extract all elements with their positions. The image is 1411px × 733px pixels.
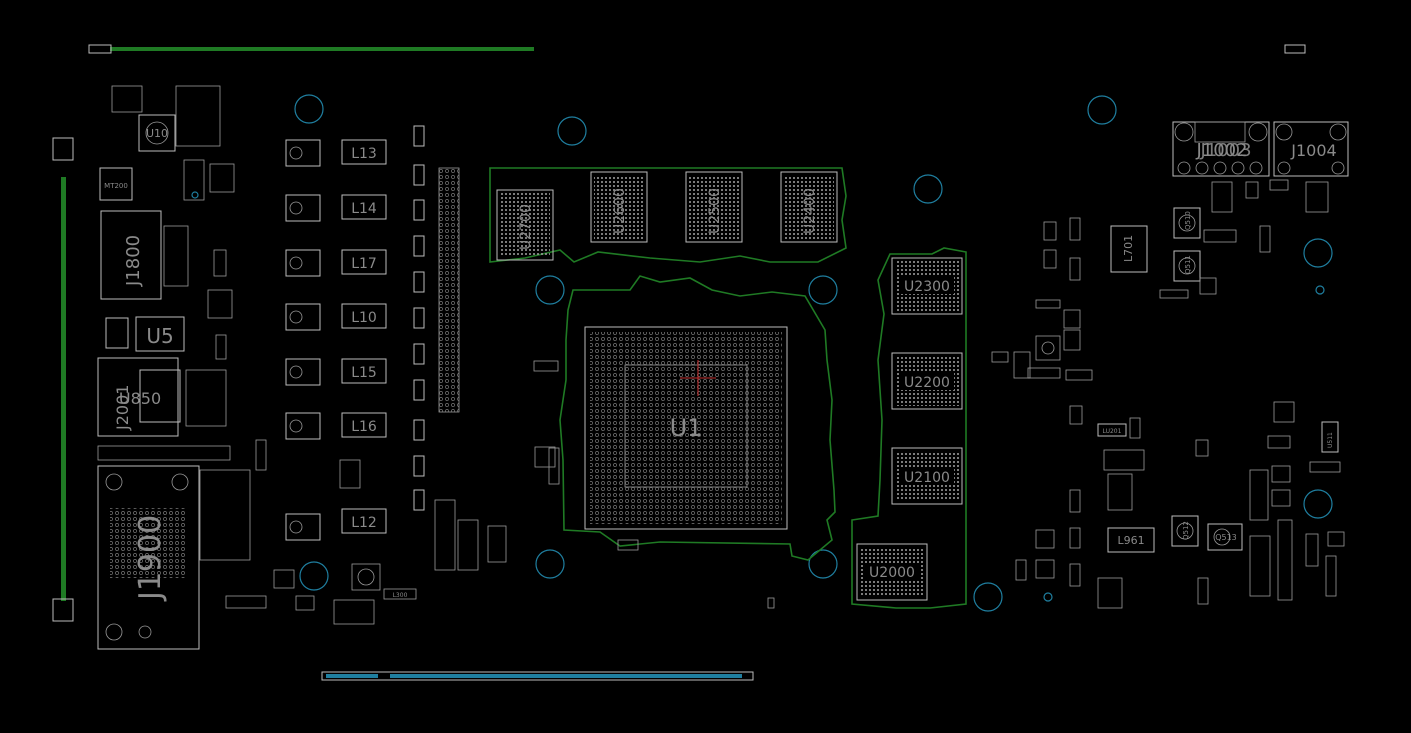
memory-u2600 xyxy=(590,171,648,243)
l12-label: L12 xyxy=(351,515,377,531)
j1004-connector xyxy=(1273,121,1349,177)
memory-u2500 xyxy=(685,171,743,243)
j1002-connector xyxy=(1172,121,1270,177)
q513-label: Q513 xyxy=(1215,533,1237,542)
lu201-part xyxy=(1097,423,1127,437)
u850-part xyxy=(139,369,181,423)
u10-chip xyxy=(138,114,176,152)
pcie-connector xyxy=(321,671,754,681)
left-top-pad xyxy=(52,137,74,161)
memory-right-outline xyxy=(851,247,967,609)
left-trace xyxy=(61,177,66,601)
u2100-label: U2100 xyxy=(904,470,950,486)
u5-label: U5 xyxy=(146,324,173,348)
q512-label: Q512 xyxy=(1182,521,1190,540)
u511-part xyxy=(1321,421,1339,453)
memory-u2400 xyxy=(780,171,838,243)
l300-label: L300 xyxy=(393,592,408,599)
small-parts-gpu-side xyxy=(533,360,775,609)
small-parts-right xyxy=(991,179,1345,609)
resistor-array xyxy=(438,167,460,413)
j1900-connector xyxy=(97,465,200,650)
capacitor-column xyxy=(413,125,425,511)
q513-transistor xyxy=(1207,523,1243,551)
l15-label: L15 xyxy=(351,365,377,381)
q512-transistor xyxy=(1171,515,1199,547)
j1002-label: J1002 xyxy=(1195,140,1247,161)
l701-inductor xyxy=(1110,225,1148,273)
u2600-label: U2600 xyxy=(612,188,628,234)
gpu-label: U1 xyxy=(670,414,703,442)
l13-label: L13 xyxy=(351,146,377,162)
l961-label: L961 xyxy=(1117,534,1144,547)
u2300-label: U2300 xyxy=(904,279,950,295)
left-bottom-pad xyxy=(52,598,74,622)
u850-label: U850 xyxy=(119,389,161,408)
l10-label: L10 xyxy=(351,310,377,326)
mounting-holes xyxy=(191,94,1333,612)
l16-label: L16 xyxy=(351,419,377,435)
small-parts-lower xyxy=(225,459,507,625)
top-left-pad xyxy=(88,44,112,54)
memory-u2000 xyxy=(856,543,928,601)
l961-inductor xyxy=(1107,527,1155,553)
memory-u2200 xyxy=(891,352,963,410)
top-right-pad xyxy=(1284,44,1306,54)
u5-left-part xyxy=(105,317,129,349)
j1004-label: J1004 xyxy=(1290,141,1336,160)
lu201-label: LU201 xyxy=(1103,428,1122,435)
j1800-connector xyxy=(100,210,162,300)
u511-label: U511 xyxy=(1327,432,1334,448)
mt200-label: MT200 xyxy=(104,182,128,190)
j2001-connector xyxy=(97,357,179,437)
top-trace xyxy=(110,47,534,51)
j1900-label: J1900 xyxy=(133,515,168,602)
u2500-label: U2500 xyxy=(707,188,723,234)
j1800-label: J1800 xyxy=(123,235,144,287)
q510-transistor xyxy=(1173,207,1201,239)
j1003-label: J1003 xyxy=(1199,140,1251,161)
mt200-part xyxy=(99,167,133,201)
u2400-label: U2400 xyxy=(802,188,818,234)
u5-chip xyxy=(135,316,185,352)
q511-transistor xyxy=(1173,250,1201,282)
j2001-label: J2001 xyxy=(113,385,132,431)
memory-u2100 xyxy=(891,447,963,505)
u2200-label: U2200 xyxy=(904,375,950,391)
u2700-label: U2700 xyxy=(518,204,534,250)
gpu-chip-u1 xyxy=(584,326,788,530)
u2000-label: U2000 xyxy=(869,565,915,581)
q511-label: Q511 xyxy=(1184,255,1192,274)
small-parts-upper-left xyxy=(97,85,267,561)
gpu-outline xyxy=(559,275,836,561)
memory-u2700 xyxy=(496,189,554,261)
l701-label: L701 xyxy=(1122,235,1135,262)
inductor-column xyxy=(285,139,387,541)
memory-u2300 xyxy=(891,257,963,315)
u10-label: U10 xyxy=(146,127,168,140)
q510-label: Q510 xyxy=(1184,211,1192,230)
l17-label: L17 xyxy=(351,256,377,272)
l14-label: L14 xyxy=(351,201,377,217)
